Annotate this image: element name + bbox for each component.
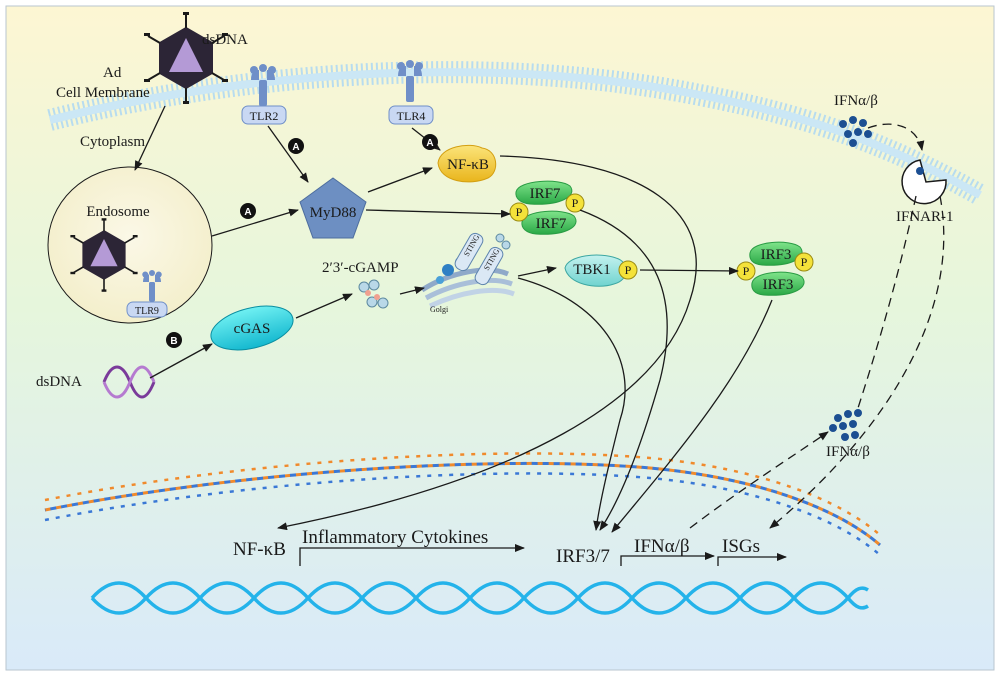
ifnar-label: IFNAR-1 [896,209,954,225]
tlr9-label: TLR9 [135,306,159,317]
svg-text:A: A [244,207,251,218]
free-dsdna-icon [102,365,156,399]
free-dsdna-label: dsDNA [36,374,82,390]
irf7-dimer: IRF7 IRF7 P P [509,180,585,235]
cytoplasm-label: Cytoplasm [80,134,145,150]
irf7-bottom-label: IRF7 [536,216,567,232]
cell-membrane-label: Cell Membrane [56,85,150,101]
myd88-label: MyD88 [310,205,357,221]
cgas-label: cGAS [234,321,271,337]
tlr2-box [241,105,287,125]
ifn-dashed-arrows [689,123,945,529]
pathway-arrows [134,105,787,566]
irf3-phospho-right [794,252,814,272]
svg-text:P: P [625,263,632,277]
tbk1-phospho [618,260,638,280]
endosome-label: Endosome [86,204,150,220]
nuclear-membrane-dna [44,452,881,556]
nucleus-nfkb-label: NF-κB [233,539,286,560]
svg-text:P: P [572,196,579,210]
inflammatory-cytokines-label: Inflammatory Cytokines [302,527,488,548]
nfkb-label: NF-κB [447,157,489,173]
irf7-phospho-right [565,193,585,213]
tlr2-label: TLR2 [250,109,279,123]
irf3-top-label: IRF3 [761,247,792,263]
cgamp-label: 2′3′-cGAMP [322,260,399,276]
tbk1-label: TBK1 [573,262,611,278]
badge-a-tlr4: A [422,134,438,150]
cell-membrane [47,61,986,205]
ifnar-bound-ligand [916,167,924,175]
cgamp-molecule-icon [358,279,389,309]
svg-text:B: B [170,336,177,347]
nfkb-node [437,144,497,183]
irf3-bottom-label: IRF3 [763,277,794,293]
ad-label: Ad [103,65,122,81]
irf7-top-label: IRF7 [530,186,561,202]
ifn-top-label: IFNα/β [834,93,878,109]
isgs-label: ISGs [722,536,760,557]
cgas-node [210,305,294,351]
tlr9-box [126,301,168,318]
svg-text:A: A [292,142,299,153]
svg-text:P: P [516,205,523,219]
golgi-label: Golgi [430,305,449,314]
ifnar-receptor-icon [901,159,947,205]
badge-a-endosome: A [240,203,256,219]
badge-a-tlr2: A [288,138,304,154]
ifn-mid-label: IFNα/β [826,444,870,460]
ifn-top-dots-icon [839,116,872,147]
svg-text:P: P [743,264,750,278]
myd88-node [299,177,367,239]
nucleus-irf37-label: IRF3/7 [556,546,610,567]
tlr4-label: TLR4 [397,109,426,123]
svg-text:A: A [426,138,433,149]
irf3-dimer: IRF3 IRF3 P P [736,241,814,296]
badge-b-cgas: B [166,332,182,348]
endosome [47,166,213,324]
svg-text:P: P [801,255,808,269]
ifn-mid-dots-icon [829,409,862,441]
virus-dsdna-label: dsDNA [202,32,248,48]
tlr4-box [388,105,434,125]
genomic-dna-helix [90,581,869,615]
nucleus-ifn-label: IFNα/β [634,536,690,557]
